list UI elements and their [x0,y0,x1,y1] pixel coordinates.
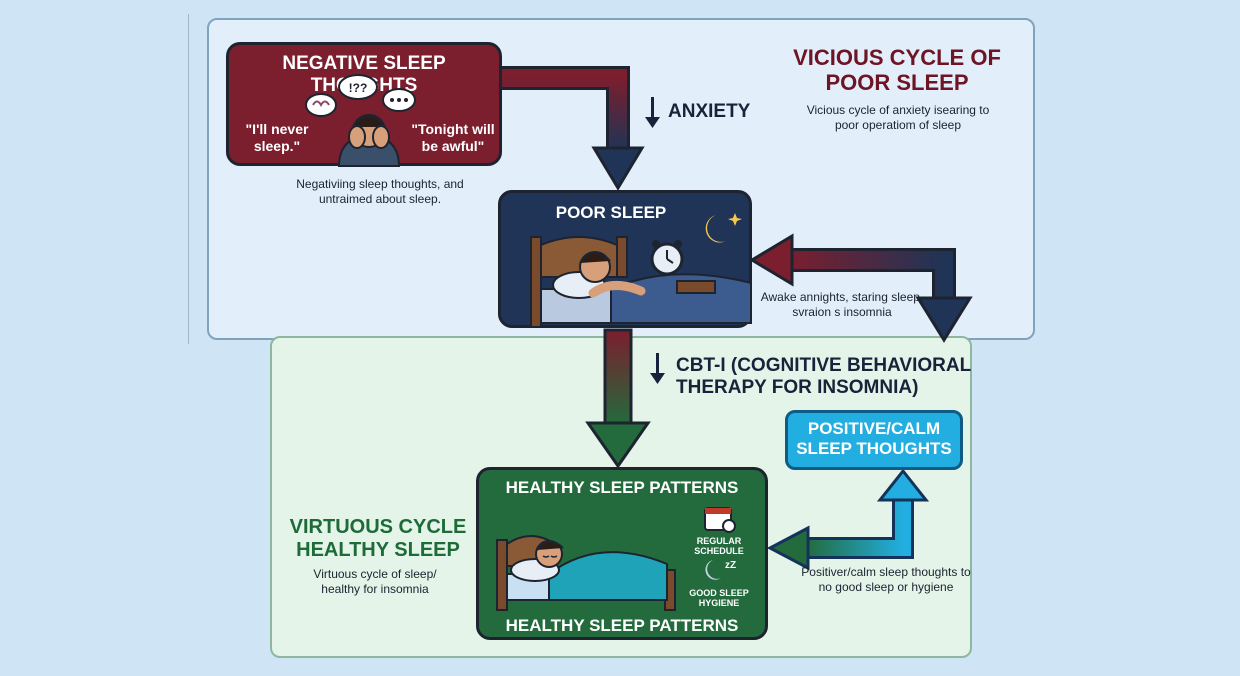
vicious-cycle-heading: VICIOUS CYCLE OF POOR SLEEP [793,45,1001,95]
positive-thoughts-box: POSITIVE/CALM SLEEP THOUGHTS [785,410,963,470]
cbti-arrow [585,328,651,469]
cbti-label: CBT-I (COGNITIVE BEHAVIORAL THERAPY FOR … [676,355,971,398]
awake-in-bed-illustration [530,213,752,328]
healthy-sleep-title-top: HEALTHY SLEEP PATTERNS [505,478,739,497]
negative-thoughts-box: NEGATIVE SLEEP THOUGHTS "I'll never slee… [226,42,502,167]
positive-loop-arrow [766,468,930,571]
virtuous-cycle-note: Virtuous cycle of sleep/ healthy for ins… [313,567,437,596]
cbti-down-arrow-icon [650,353,665,384]
healthy-sleep-title-bottom: HEALTHY SLEEP PATTERNS [505,616,739,635]
virtuous-cycle-heading: VIRTUOUS CYCLE HEALTHY SLEEP [289,516,467,561]
sleep-moon-icon [705,560,721,580]
negative-thoughts-note: Negativiing sleep thoughts, and untraime… [296,177,464,206]
awake-note: Awake annights, staring sleep, svraion s… [760,290,924,319]
sleeping-person-illustration: zZ [496,504,736,611]
quote-right: "Tonight will be awful" [411,121,495,154]
anxiety-down-arrow-icon [645,97,660,128]
quote-left: "I'll never sleep." [245,121,309,154]
question-bubble-icon [338,74,378,100]
clock-icon [722,519,736,533]
divider-line [188,14,189,344]
good-hygiene-label: GOOD SLEEP HYGIENE [689,588,749,608]
anxiety-label: ANXIETY [668,101,751,122]
zz-text: zZ [725,560,736,571]
moon-icon [609,504,631,534]
regular-schedule-label: REGULAR SCHEDULE [694,536,744,556]
positive-thoughts-title: POSITIVE/CALM SLEEP THOUGHTS [796,419,952,458]
awake-loop-arrow [749,233,973,343]
vicious-cycle-note: Vicious cycle of anxiety isearing to poo… [806,103,990,132]
poor-sleep-title: POOR SLEEP [555,203,667,222]
poor-sleep-box: POOR SLEEP [498,190,752,328]
worried-person-illustration: !?? [305,74,416,167]
star-icon [728,213,742,226]
bubble-text: !?? [349,81,368,95]
positive-thoughts-note: Positiver/calm sleep thoughts to no good… [801,565,971,594]
healthy-sleep-box: HEALTHY SLEEP PATTERNS HEALTHY SLEEP PAT… [476,467,768,640]
moon-icon [705,215,726,243]
anxiety-arrow [502,66,645,191]
